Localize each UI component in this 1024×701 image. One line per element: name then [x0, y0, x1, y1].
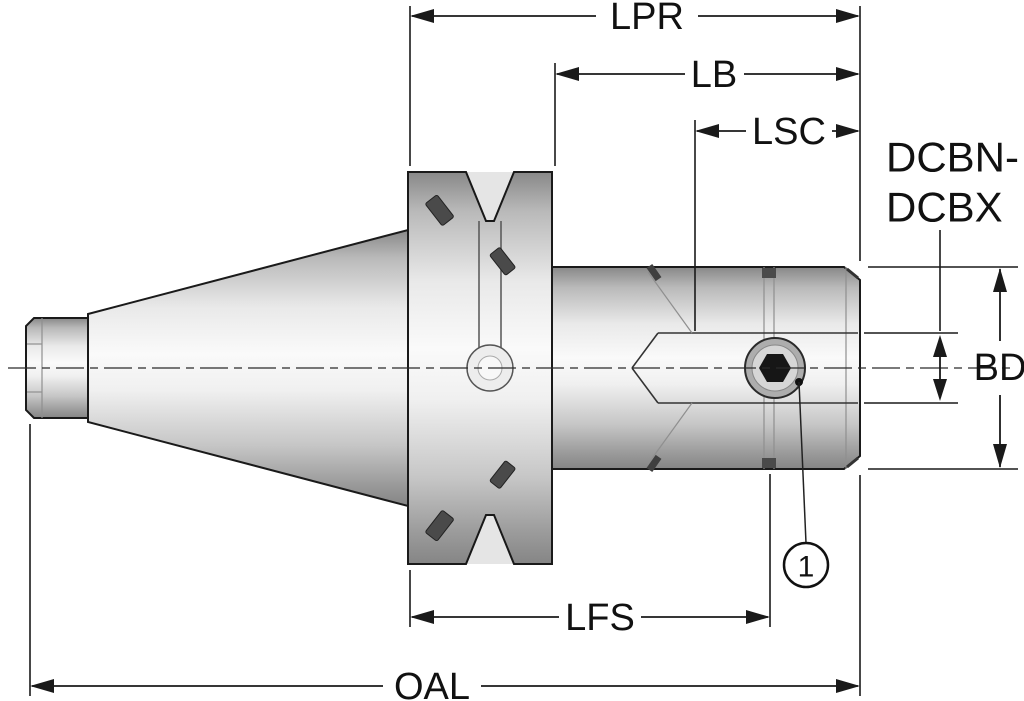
balloon-callout-1: 1 — [782, 378, 830, 589]
coolant-slot-top — [646, 263, 662, 282]
dimensions: LPR LB LSC DCBN- DCBX — [29, 0, 1024, 701]
dcbn-label-line2: DCBX — [886, 184, 1003, 231]
balance-screw-bottom-2 — [489, 460, 516, 489]
balloon-number: 1 — [798, 551, 815, 584]
dimension-oal: OAL — [29, 424, 860, 701]
lpr-arrow-right — [836, 9, 860, 23]
bd-arrow-up — [993, 268, 1007, 292]
lfs-label: LFS — [565, 597, 635, 639]
oal-arrow-left — [30, 679, 54, 693]
dcbn-arrow-down — [933, 379, 947, 401]
dimension-bd: BD — [868, 266, 1024, 470]
bore-entry-diagonal-bottom — [647, 402, 693, 465]
dimension-lfs: LFS — [409, 474, 771, 639]
dimension-lb: LB — [554, 54, 860, 166]
tool-holder-drawing — [8, 171, 1016, 565]
dimension-lpr: LPR — [409, 0, 860, 166]
oal-label: OAL — [394, 666, 470, 701]
bore-drill-point-top — [631, 332, 659, 369]
dcbn-label-line1: DCBN- — [886, 134, 1019, 181]
balloon-leader-line — [798, 381, 807, 544]
lfs-arrow-right — [746, 610, 770, 624]
balance-screw-top-2 — [489, 247, 516, 276]
lsc-label: LSC — [752, 111, 826, 153]
lsc-arrow-left — [695, 124, 719, 138]
bd-label: BD — [974, 347, 1024, 389]
bd-arrow-down — [993, 444, 1007, 468]
coolant-slot-bottom — [646, 454, 662, 473]
balance-screw-bottom-1 — [425, 510, 454, 542]
lb-arrow-left — [555, 67, 579, 81]
nose-chamfer-dark-bottom — [846, 456, 859, 469]
oal-arrow-right — [836, 679, 860, 693]
lb-arrow-right — [836, 67, 860, 81]
balance-screw-top-1 — [425, 194, 454, 226]
nose-chamfer-dark-top — [846, 267, 859, 280]
dcbn-arrow-up — [933, 335, 947, 357]
dimension-dcbn-dcbx: DCBN- DCBX — [864, 134, 1019, 404]
balloon-circle — [782, 541, 830, 589]
dimension-lsc: LSC — [694, 111, 860, 331]
nose-groove-notch-bottom — [762, 458, 776, 468]
lsc-arrow-right — [836, 124, 860, 138]
lpr-label: LPR — [610, 0, 684, 38]
flange-groove-bottom — [466, 515, 514, 564]
lpr-arrow-left — [410, 9, 434, 23]
set-screw-hex-socket — [759, 354, 791, 382]
nose-groove-notch-top — [762, 268, 776, 278]
bore-entry-diagonal-top — [647, 271, 693, 334]
lfs-arrow-left — [410, 610, 434, 624]
bore-drill-point-bottom — [631, 367, 659, 404]
lb-label: LB — [691, 54, 737, 96]
flange-groove-top — [466, 172, 514, 221]
